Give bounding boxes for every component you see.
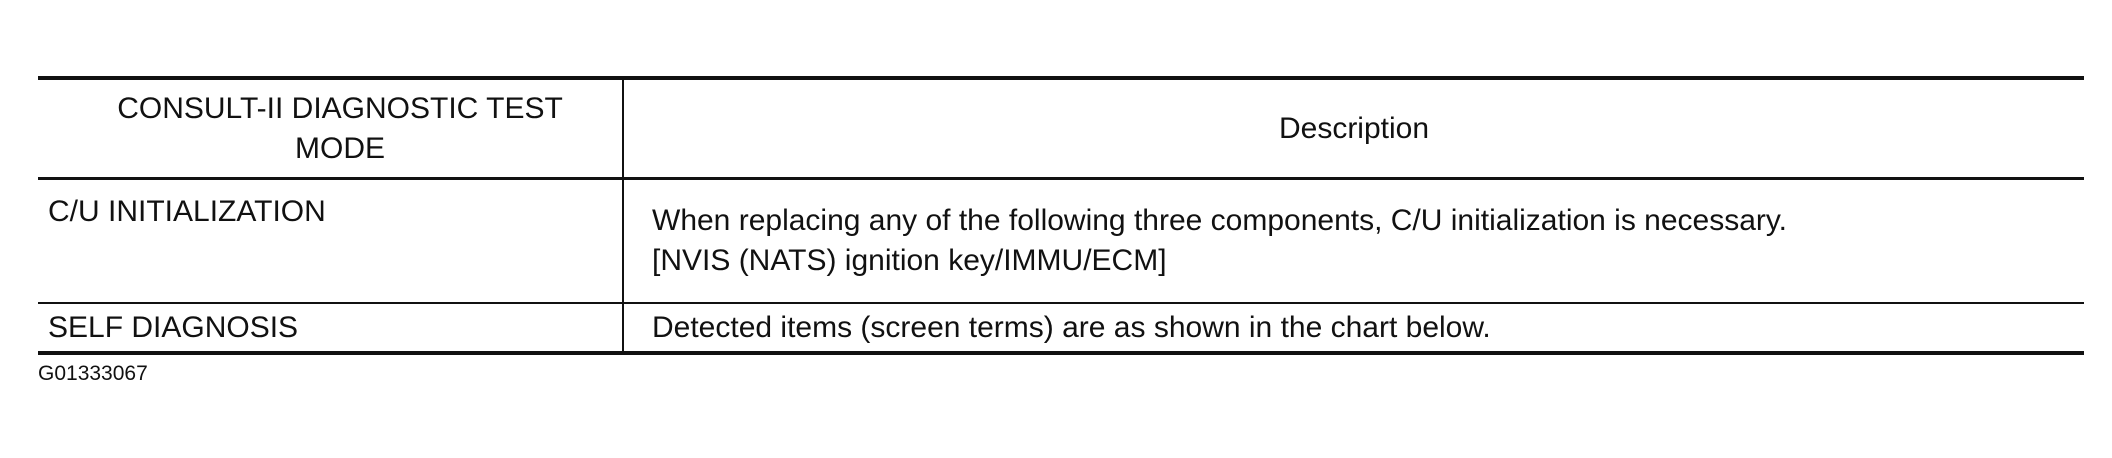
figure-id-label: G01333067 [38,362,148,385]
header-test-mode: CONSULT-II DIAGNOSTIC TEST MODE [38,76,624,180]
row-mode-self-diagnosis: SELF DIAGNOSIS [38,303,624,355]
description-line: [NVIS (NATS) ignition key/IMMU/ECM] [652,244,1167,277]
table-row: SELF DIAGNOSIS Detected items (screen te… [38,303,2084,355]
description-line: Detected items (screen terms) are as sho… [652,310,1491,344]
row-description-self-diagnosis: Detected items (screen terms) are as sho… [623,303,2084,355]
description-line: When replacing any of the following thre… [652,204,1788,237]
diagnostic-mode-table-container: CONSULT-II DIAGNOSTIC TEST MODE Descript… [38,76,2084,355]
row-description-cu-initialization: When replacing any of the following thre… [623,178,2084,304]
table-header-row: CONSULT-II DIAGNOSTIC TEST MODE Descript… [38,76,2084,180]
diagnostic-mode-table: CONSULT-II DIAGNOSTIC TEST MODE Descript… [38,76,2084,355]
row-mode-cu-initialization: C/U INITIALIZATION [38,178,624,304]
table-row: C/U INITIALIZATION When replacing any of… [38,178,2084,304]
header-description: Description [623,76,2084,180]
